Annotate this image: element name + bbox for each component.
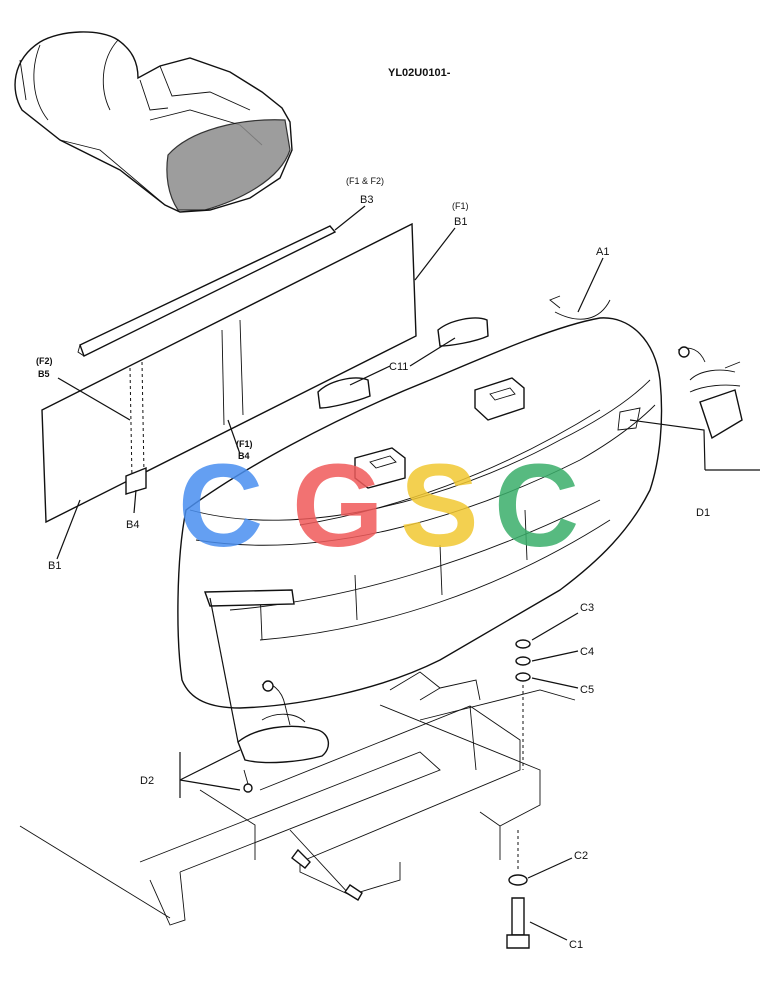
callout-b1-top-qualifier: (F1) bbox=[452, 201, 469, 211]
callout-b5: B5 bbox=[38, 369, 50, 379]
callout-b1-bottom: B1 bbox=[48, 560, 61, 572]
callout-b4-mid-qualifier: (F1) bbox=[236, 439, 253, 449]
part-b1-panel bbox=[41, 222, 417, 524]
watermark-letter-g: G bbox=[292, 440, 384, 572]
callout-b1-top: B1 bbox=[454, 216, 467, 228]
part-b3-strip bbox=[77, 225, 337, 357]
part-d1-lamp bbox=[677, 346, 743, 440]
callout-c4: C4 bbox=[580, 646, 594, 658]
watermark-letter-c1: C bbox=[178, 440, 263, 572]
callout-b3-qualifier: (F1 & F2) bbox=[346, 176, 384, 186]
fasteners-stack bbox=[506, 639, 531, 949]
callout-b4-mid: B4 bbox=[238, 451, 250, 461]
callout-d1: D1 bbox=[696, 507, 710, 519]
watermark-letter-c2: C bbox=[494, 440, 579, 572]
leader-lines bbox=[56, 205, 760, 941]
callout-c5: C5 bbox=[580, 684, 594, 696]
watermark-letter-s: S bbox=[400, 440, 479, 572]
callout-labels: (F1 & F2) B3 (F1) B1 A1 C11 (F2) B5 (F1)… bbox=[36, 176, 710, 951]
callout-c2: C2 bbox=[574, 850, 588, 862]
part-d2-lamp bbox=[237, 680, 329, 793]
machine-overview-inset bbox=[14, 31, 293, 213]
callout-c11: C11 bbox=[389, 361, 408, 373]
frame-structure bbox=[19, 679, 576, 926]
callout-d2: D2 bbox=[140, 775, 154, 787]
callout-b3: B3 bbox=[360, 194, 373, 206]
cgsc-watermark: C G S C bbox=[178, 440, 579, 572]
callout-b5-qualifier: (F2) bbox=[36, 356, 53, 366]
callout-c3: C3 bbox=[580, 602, 594, 614]
part-a1-counterweight bbox=[177, 295, 663, 709]
callout-a1: A1 bbox=[596, 246, 609, 258]
callout-b4-low: B4 bbox=[126, 519, 139, 531]
callout-c1: C1 bbox=[569, 939, 583, 951]
drawing-number: YL02U0101- bbox=[388, 67, 451, 79]
